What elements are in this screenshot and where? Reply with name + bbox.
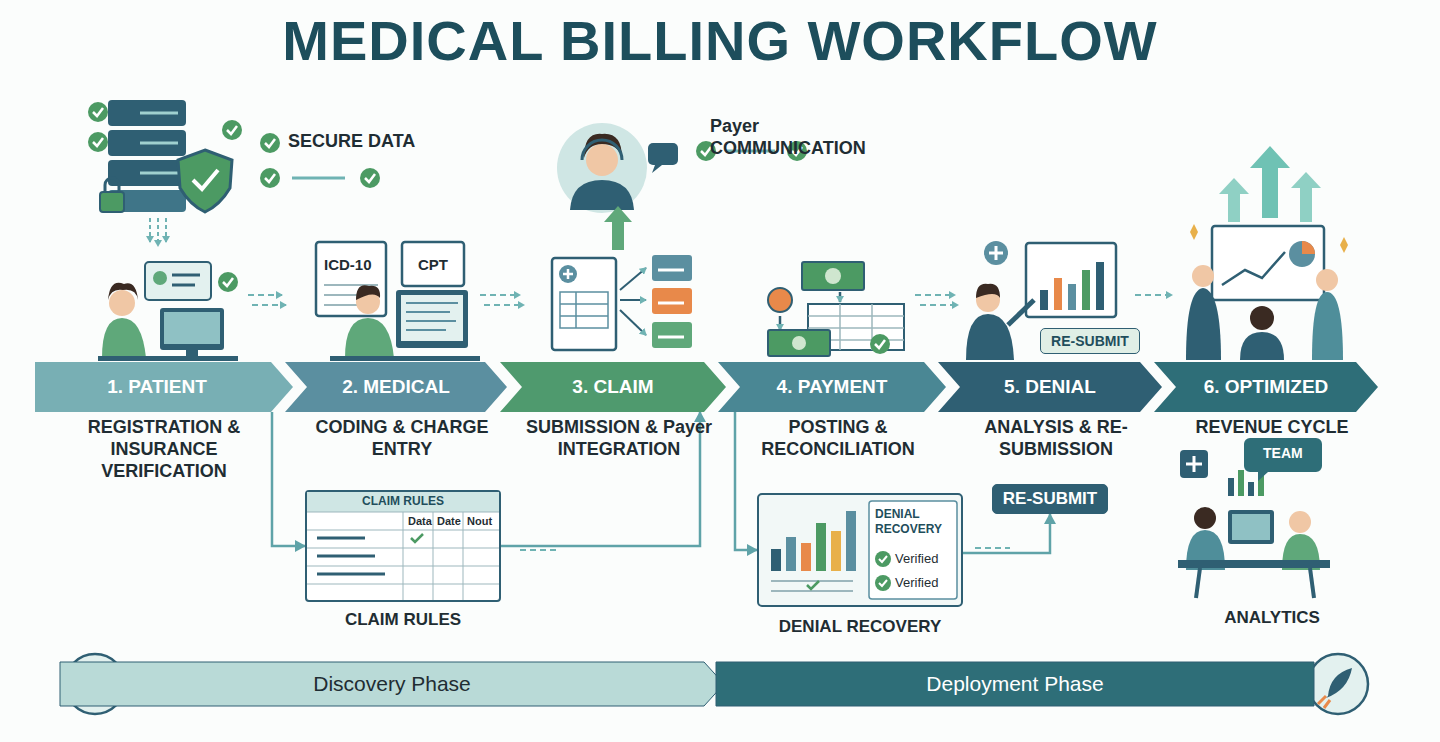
step-chevron: 1. PATIENTREGISTRATION & INSURANCE VERIF… — [35, 362, 293, 412]
step-description: CODING & CHARGE ENTRY — [302, 416, 502, 460]
coding-illustration — [316, 242, 480, 361]
step-heading: 1. PATIENT — [35, 362, 279, 412]
rules-text: CLAIM RULES — [295, 610, 511, 630]
phase-band: Discovery Phase — [60, 662, 724, 706]
step-heading: 3. CLAIM — [514, 362, 712, 412]
title: MEDICAL BILLING WORKFLOW — [0, 8, 1440, 73]
step-description: REVENUE CYCLE — [1172, 416, 1372, 438]
step-chevron: 5. DENIALANALYSIS & RE-SUBMISSION — [938, 362, 1162, 412]
btn-text: RE-SUBMIT — [1051, 333, 1129, 349]
label: Nout — [467, 515, 492, 528]
step-chevron: 3. CLAIMSUBMISSION & Payer INTEGRATION — [500, 362, 726, 412]
connector — [963, 514, 1050, 553]
panel-text: Verified — [895, 551, 938, 566]
band-text: Discovery Phase — [60, 662, 724, 706]
btn-text: RE-SUBMIT — [1003, 489, 1097, 509]
phase-band: Deployment Phase — [716, 662, 1314, 706]
payment-illustration — [768, 262, 904, 356]
recovery-panel: DENIAL RECOVERYVerifiedVerifiedDENIAL RE… — [757, 493, 963, 607]
rules-table: CLAIM RULESCLAIM RULES — [305, 490, 501, 602]
panel-text: DENIAL RECOVERY — [747, 617, 973, 637]
optimized-illustration — [1186, 146, 1348, 360]
panel-text: DENIAL RECOVERY — [875, 507, 959, 537]
label: TEAM — [1263, 445, 1303, 462]
step-description: SUBMISSION & Payer INTEGRATION — [519, 416, 719, 460]
server-stack — [88, 100, 242, 212]
connector — [735, 412, 757, 550]
band-text: Deployment Phase — [716, 662, 1314, 706]
step-chevron: 4. PAYMENTPOSTING & RECONCILIATION — [718, 362, 946, 412]
step-heading: 4. PAYMENT — [732, 362, 932, 412]
step-heading: 6. OPTIMIZED — [1168, 362, 1364, 412]
step-chevron: 2. MEDICALCODING & CHARGE ENTRY — [285, 362, 507, 412]
connector — [272, 412, 305, 546]
label: SECURE DATA — [288, 131, 415, 153]
claim-illustration — [552, 123, 692, 350]
label: ANALYTICS — [1210, 608, 1334, 628]
analytics-illustration — [1178, 438, 1330, 598]
rules-text: CLAIM RULES — [305, 493, 501, 509]
step-heading: 2. MEDICAL — [299, 362, 493, 412]
label: Date — [437, 515, 461, 528]
step-description: REGISTRATION & INSURANCE VERIFICATION — [64, 416, 264, 482]
resubmit-button: RE-SUBMIT — [992, 484, 1108, 514]
label: CPT — [418, 256, 448, 274]
step-heading: 5. DENIAL — [952, 362, 1148, 412]
step-description: POSTING & RECONCILIATION — [738, 416, 938, 460]
label: Data — [408, 515, 432, 528]
label: ICD-10 — [324, 256, 372, 274]
step-chevron: 6. OPTIMIZEDREVENUE CYCLE — [1154, 362, 1378, 412]
registration-illustration — [98, 262, 238, 361]
label: Payer COMMUNICATION — [710, 116, 900, 159]
resubmit-button: RE-SUBMIT — [1040, 328, 1140, 354]
panel-text: Verified — [895, 575, 938, 590]
step-description: ANALYSIS & RE-SUBMISSION — [956, 416, 1156, 460]
